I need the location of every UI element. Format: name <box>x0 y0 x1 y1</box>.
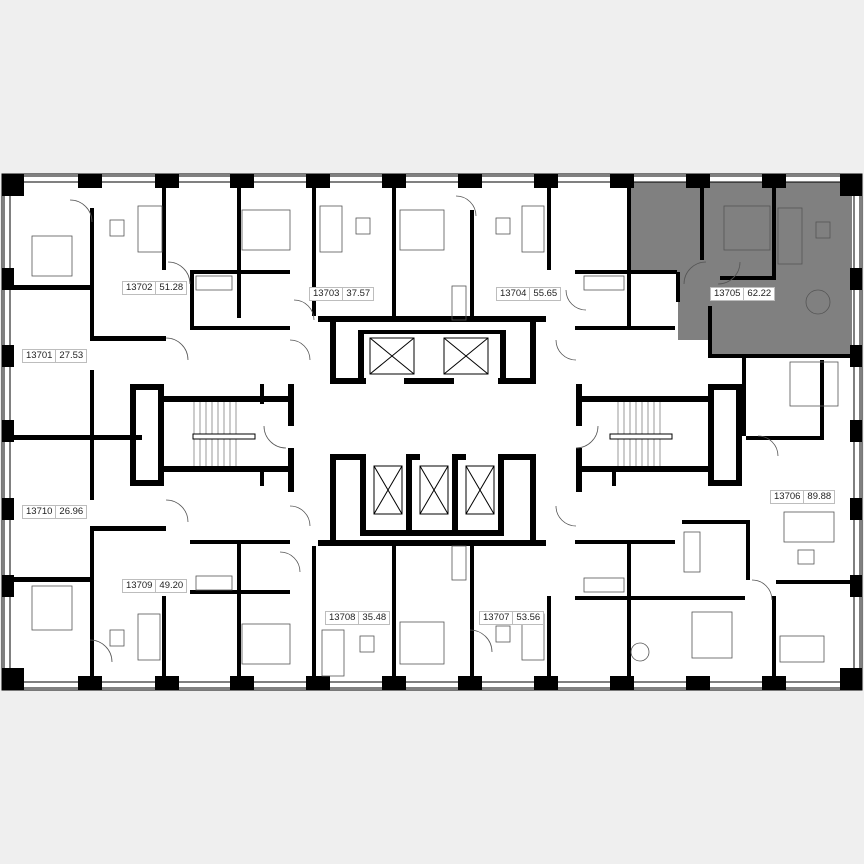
unit-label-13706: 13706 89.88 <box>770 490 836 504</box>
unit-label-13702: 13702 51.28 <box>122 281 188 295</box>
unit-13709[interactable] <box>94 530 238 676</box>
elevators <box>369 337 495 515</box>
unit-label-13705: 13705 62.22 <box>710 287 776 301</box>
unit-area: 37.57 <box>346 288 371 299</box>
unit-13702[interactable] <box>92 188 238 336</box>
unit-area: 62.22 <box>747 288 772 299</box>
unit-area: 35.48 <box>362 612 387 623</box>
unit-label-13707: 13707 53.56 <box>479 611 545 625</box>
furniture <box>31 205 839 677</box>
unit-area: 51.28 <box>159 282 184 293</box>
unit-area: 26.96 <box>59 506 84 517</box>
unit-area: 55.65 <box>533 288 558 299</box>
unit-number: 13706 <box>771 491 805 503</box>
unit-13706[interactable] <box>742 358 852 580</box>
unit-area: 53.56 <box>516 612 541 623</box>
unit-number: 13708 <box>326 612 360 624</box>
unit-label-13701: 13701 27.53 <box>22 349 88 363</box>
unit-number: 13705 <box>711 288 745 300</box>
unit-label-13703: 13703 37.57 <box>309 287 375 301</box>
unit-number: 13710 <box>23 506 57 518</box>
door-swings <box>69 195 779 663</box>
unit-area: 89.88 <box>807 491 832 502</box>
unit-label-13710: 13710 26.96 <box>22 505 88 519</box>
facade-columns <box>2 174 862 690</box>
unit-area: 49.20 <box>159 580 184 591</box>
unit-number: 13704 <box>497 288 531 300</box>
interior-walls <box>14 188 852 676</box>
unit-number: 13707 <box>480 612 514 624</box>
unit-label-13709: 13709 49.20 <box>122 579 188 593</box>
unit-number: 13702 <box>123 282 157 294</box>
unit-number: 13701 <box>23 350 57 362</box>
unit-label-13704: 13704 55.65 <box>496 287 562 301</box>
unit-label-13708: 13708 35.48 <box>325 611 391 625</box>
unit-number: 13703 <box>310 288 344 300</box>
unit-area: 27.53 <box>59 350 84 361</box>
unit-number: 13709 <box>123 580 157 592</box>
unit-13705-highlight[interactable] <box>630 182 852 356</box>
